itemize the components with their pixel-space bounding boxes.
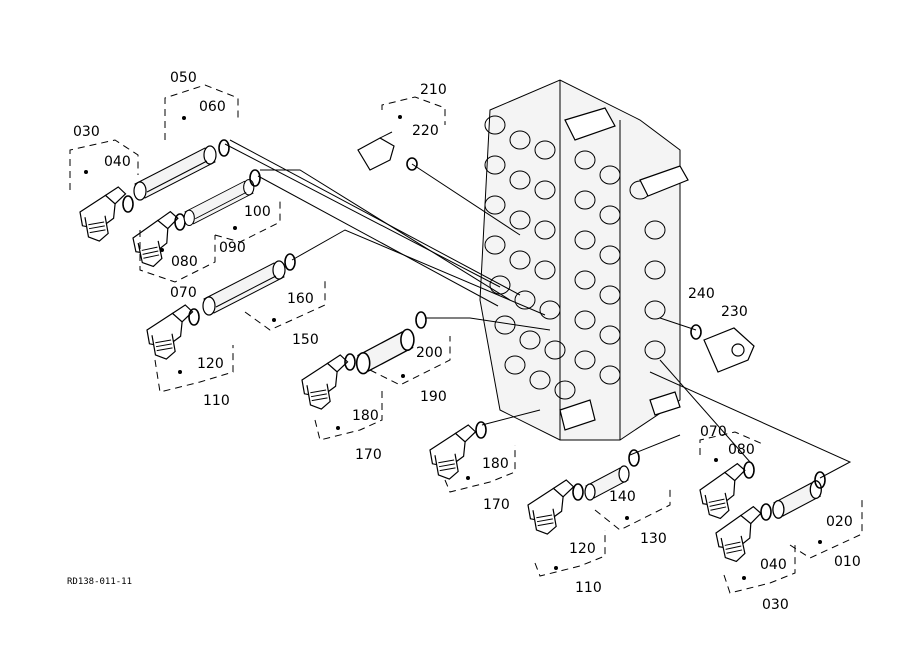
label-060: 060 <box>199 99 226 115</box>
o-ring-180-mid <box>344 353 356 371</box>
adapter-150 <box>202 260 286 316</box>
label-070-left: 070 <box>170 285 197 301</box>
label-070-right: 070 <box>700 424 727 440</box>
o-ring-040-left <box>122 195 134 213</box>
o-ring-020 <box>814 471 826 489</box>
drawing-code: RD138-011-11 <box>67 577 132 587</box>
leader-lines <box>224 139 852 479</box>
label-140: 140 <box>609 489 636 505</box>
o-ring-120-lower <box>572 483 584 501</box>
label-180-lower: 180 <box>482 456 509 472</box>
o-ring-060 <box>218 139 230 157</box>
label-110-left: 110 <box>203 393 230 409</box>
group-brackets <box>69 84 863 594</box>
label-020: 020 <box>826 514 853 530</box>
label-190: 190 <box>420 389 447 405</box>
label-100: 100 <box>244 204 271 220</box>
o-ring-220 <box>406 157 418 171</box>
part-labels: 050 060 030 040 100 090 080 070 160 150 … <box>67 70 861 613</box>
label-170-lower: 170 <box>483 497 510 513</box>
label-090: 090 <box>219 240 246 256</box>
adapter-010 <box>772 480 822 519</box>
label-030-right: 030 <box>762 597 789 613</box>
label-160: 160 <box>287 291 314 307</box>
label-150: 150 <box>292 332 319 348</box>
elbow-fitting-170-mid <box>298 353 356 413</box>
o-ring-200 <box>415 311 427 329</box>
o-ring-120-left <box>188 308 200 326</box>
o-ring-180-lower <box>475 421 487 439</box>
label-220: 220 <box>412 123 439 139</box>
o-ring-160 <box>284 253 296 271</box>
adapter-050 <box>133 145 217 201</box>
o-ring-140 <box>628 449 640 467</box>
label-120-lower: 120 <box>569 541 596 557</box>
label-030-left: 030 <box>73 124 100 140</box>
label-120-left: 120 <box>197 356 224 372</box>
elbow-fitting-170-lower <box>426 423 484 483</box>
label-040-right: 040 <box>760 557 787 573</box>
label-230: 230 <box>721 304 748 320</box>
label-200: 200 <box>416 345 443 361</box>
label-170-mid: 170 <box>355 447 382 463</box>
o-ring-100 <box>249 169 261 187</box>
sensor-230 <box>703 327 755 373</box>
label-080-left: 080 <box>171 254 198 270</box>
label-080-right: 080 <box>728 442 755 458</box>
o-ring-080-right <box>743 461 755 479</box>
elbow-fitting-110-left <box>143 303 201 363</box>
control-valve-block <box>479 79 689 441</box>
elbow-fitting-210 <box>357 131 395 171</box>
label-040-left: 040 <box>104 154 131 170</box>
o-ring-240 <box>690 324 702 340</box>
elbow-fitting-110-lower <box>524 478 582 538</box>
label-240: 240 <box>688 286 715 302</box>
label-110-lower: 110 <box>575 580 602 596</box>
label-050: 050 <box>170 70 197 86</box>
o-ring-080-left <box>174 213 186 231</box>
o-ring-040-right <box>760 503 772 521</box>
label-210: 210 <box>420 82 447 98</box>
label-180-mid: 180 <box>352 408 379 424</box>
pointer-dots <box>84 115 822 580</box>
label-130: 130 <box>640 531 667 547</box>
adapter-190 <box>355 328 415 375</box>
label-010: 010 <box>834 554 861 570</box>
elbow-fitting-030-left <box>76 185 134 245</box>
